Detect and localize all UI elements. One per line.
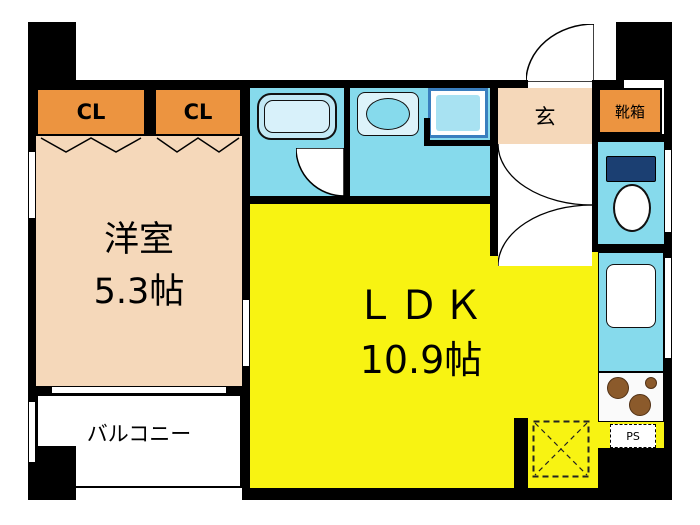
closet-label: CL bbox=[154, 88, 242, 136]
ldk-size: 10.9帖 bbox=[250, 330, 592, 382]
wall-washroom-hall bbox=[490, 88, 498, 256]
wall-toilet-bottom bbox=[598, 244, 664, 252]
closet-bifold-doors-icon bbox=[40, 137, 142, 153]
wall-top bbox=[28, 80, 528, 88]
refrigerator-space-icon bbox=[532, 420, 590, 478]
ldk-size-text: 10.9帖 bbox=[359, 337, 483, 382]
wall-corner-top-left bbox=[28, 22, 76, 80]
wall-bath-washroom bbox=[344, 88, 350, 196]
window-left-western bbox=[28, 152, 36, 218]
wall-stub-bottom bbox=[514, 418, 528, 488]
balcony-label-text: バルコニー bbox=[86, 422, 192, 446]
window-right-toilet bbox=[664, 150, 672, 232]
stove-burner-icon bbox=[607, 377, 629, 399]
wall-hall-toilet bbox=[592, 80, 598, 252]
window-left-balcony bbox=[28, 402, 36, 462]
sliding-door-western-ldk bbox=[242, 300, 250, 366]
entrance-label: 玄 bbox=[498, 92, 592, 140]
western-room-name: 洋室 bbox=[36, 210, 242, 262]
kitchen-sink-icon bbox=[606, 264, 656, 328]
washing-machine-inner-icon bbox=[436, 95, 480, 131]
wall-top-door-side bbox=[592, 80, 624, 88]
wall-laundry-vertical bbox=[424, 118, 430, 146]
bathtub-inner-icon bbox=[264, 100, 330, 133]
closet-2 bbox=[154, 88, 242, 136]
entrance-label-text: 玄 bbox=[534, 105, 556, 129]
closet-bifold-doors-icon bbox=[156, 137, 240, 153]
closet-label: CL bbox=[36, 88, 146, 136]
window-western-balcony bbox=[52, 386, 226, 394]
toilet-bowl-icon bbox=[613, 184, 651, 232]
stove-burner-icon bbox=[645, 377, 657, 389]
wall-western-ldk bbox=[242, 80, 250, 394]
wall-toilet-top bbox=[598, 134, 664, 142]
western-room-name-text: 洋室 bbox=[103, 219, 174, 260]
western-room-size-text: 5.3帖 bbox=[93, 271, 185, 312]
western-room-size: 5.3帖 bbox=[36, 262, 242, 314]
wall-closet-bottom-line bbox=[36, 134, 242, 136]
wall-below-wet-rooms bbox=[250, 196, 492, 204]
wall-closet-divider bbox=[146, 88, 154, 136]
ldk-name-text: ＬＤＫ bbox=[355, 283, 487, 329]
pipe-space-box bbox=[610, 424, 656, 448]
washbasin-bowl-icon bbox=[366, 98, 410, 130]
wall-bottom bbox=[242, 488, 672, 500]
pipe-space-label-text: PS bbox=[626, 429, 640, 443]
pipe-space-label: PS bbox=[610, 424, 656, 448]
hallway-door-area bbox=[498, 144, 592, 266]
toilet-tank-icon bbox=[606, 156, 656, 182]
room-western bbox=[36, 136, 242, 394]
shoe-box bbox=[598, 88, 662, 134]
ldk-name: ＬＤＫ bbox=[250, 276, 592, 329]
wall-left bbox=[28, 22, 36, 500]
closet-label-text: CL bbox=[76, 100, 106, 124]
wall-corner-bottom-left bbox=[28, 446, 76, 500]
wall-balcony-ldk bbox=[242, 394, 250, 500]
hallway-door-swing-icon bbox=[498, 144, 592, 266]
stove-burner-icon bbox=[629, 394, 651, 416]
wall-balcony-window-stub-right bbox=[226, 386, 242, 394]
wall-corner-top-right bbox=[616, 22, 672, 80]
balcony-label: バルコニー bbox=[36, 416, 242, 450]
front-door-swing-icon bbox=[526, 24, 594, 82]
entrance-hall-area bbox=[498, 88, 592, 146]
shoe-box-label-text: 靴箱 bbox=[614, 102, 645, 121]
window-right-kitchen bbox=[664, 258, 672, 358]
bathroom-door-swing-icon bbox=[296, 148, 344, 196]
wall-balcony-window-stub-left bbox=[36, 386, 52, 394]
closet-label-text: CL bbox=[183, 100, 213, 124]
wall-laundry-horizontal bbox=[424, 140, 492, 146]
shoe-box-label: 靴箱 bbox=[598, 88, 662, 134]
